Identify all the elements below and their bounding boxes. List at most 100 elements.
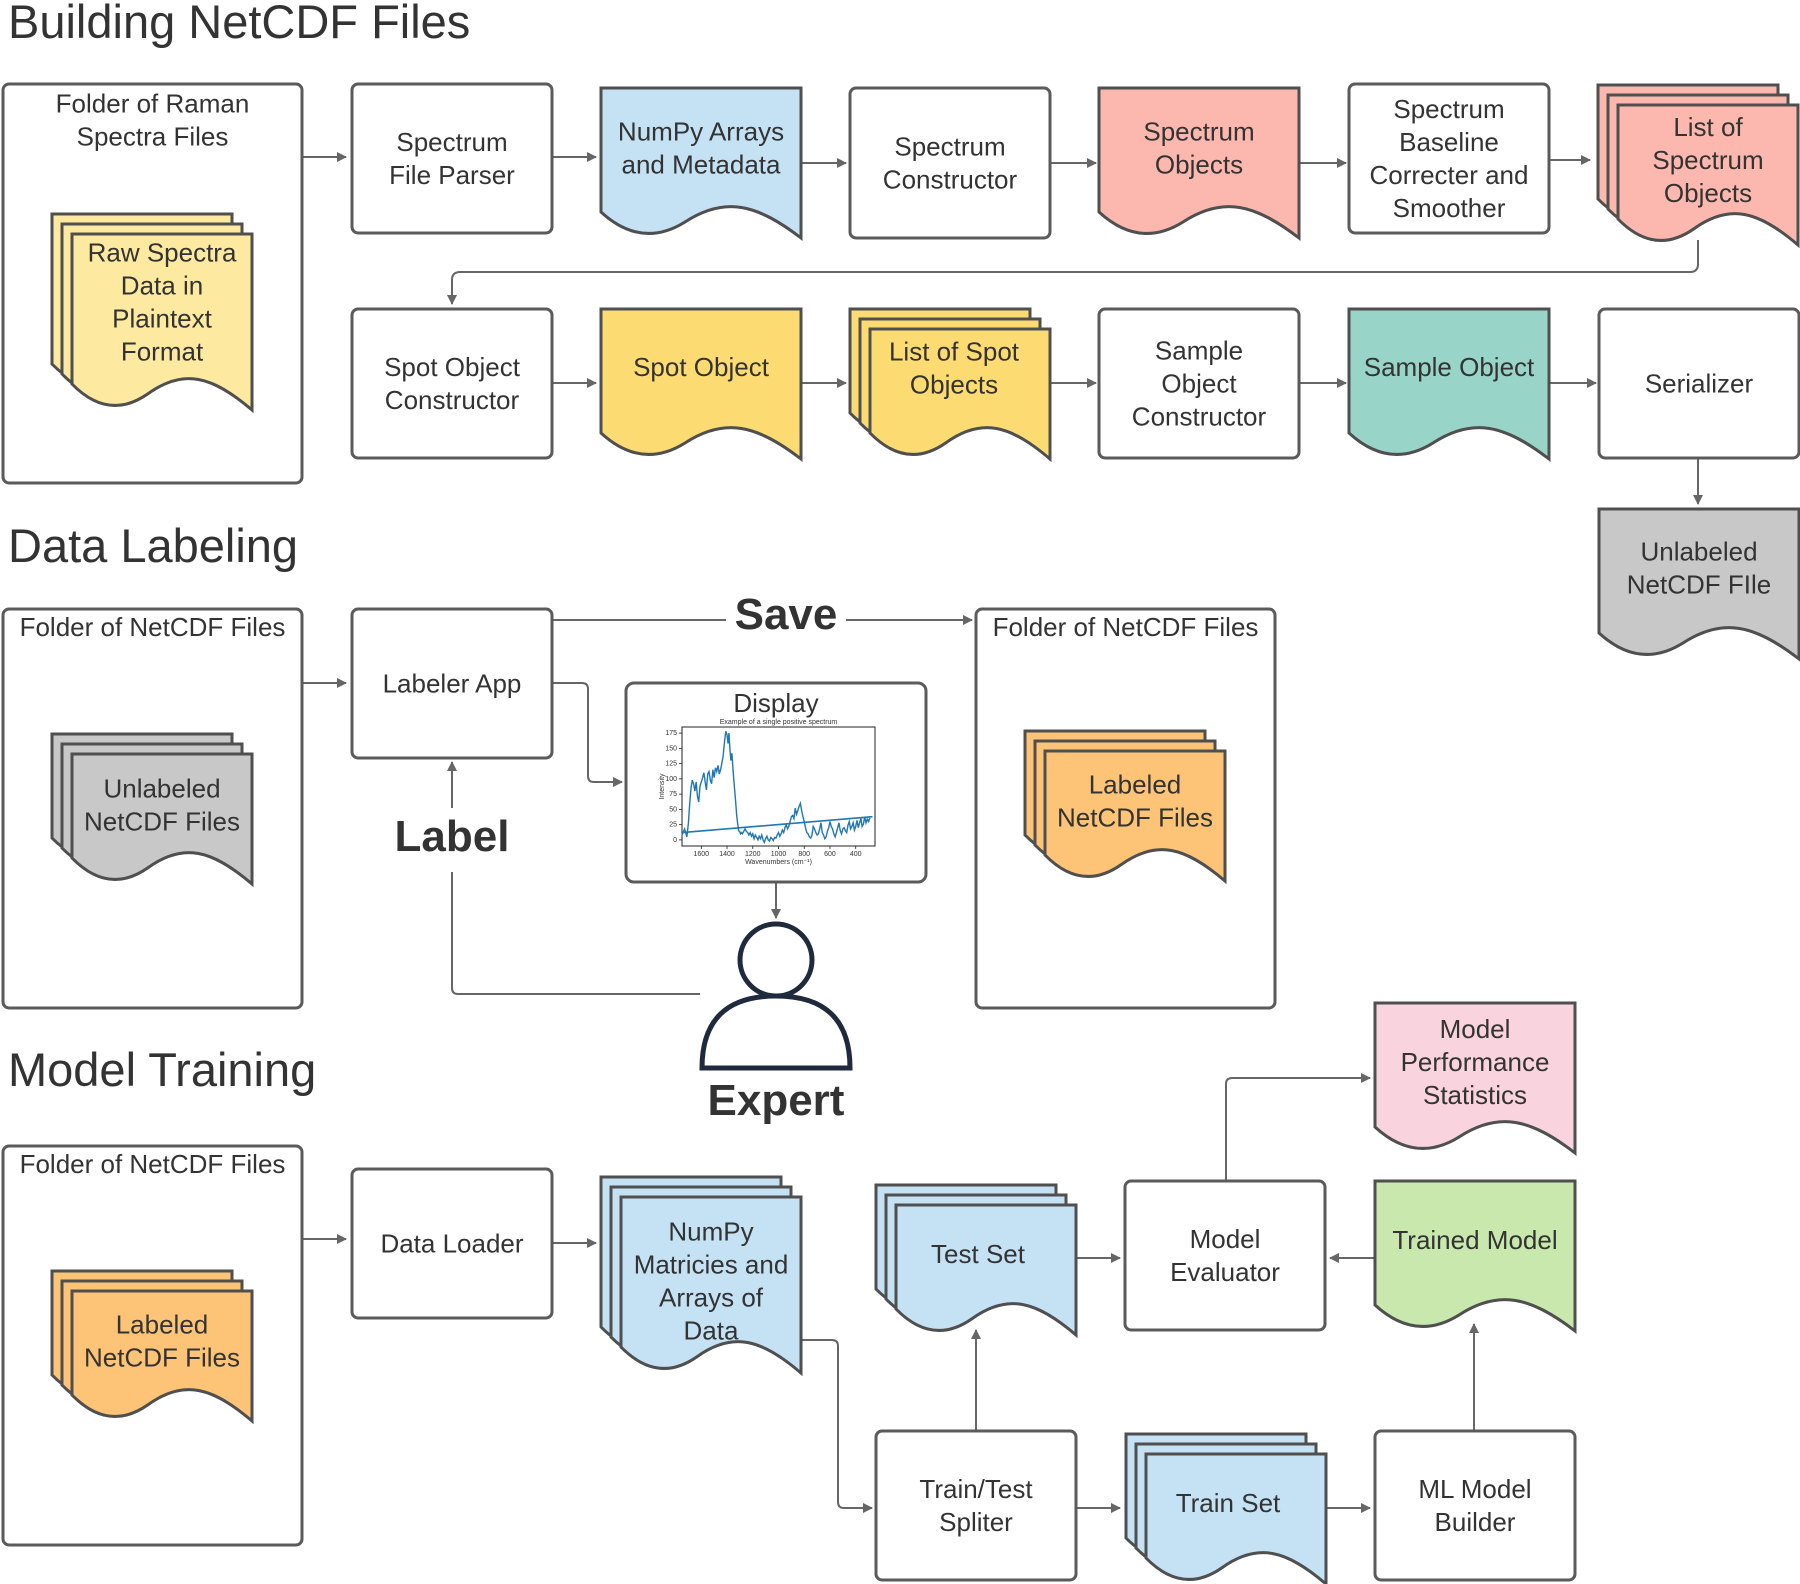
section-title-labeling: Data Labeling <box>8 519 298 572</box>
raw-spectra-doc-sheet <box>70 232 254 414</box>
sample-object-doc-label: Sample Object <box>1364 352 1535 382</box>
edge-list-to-spotconst <box>447 240 1699 305</box>
sample-object-doc <box>1347 307 1551 463</box>
netcdf-folder-training-container-title: Folder of NetCDF Files <box>20 1149 286 1179</box>
spectrum-constructor <box>848 86 1052 240</box>
netcdf-folder-out-container-title: Folder of NetCDF Files <box>993 612 1259 642</box>
serializer <box>1597 307 1800 460</box>
numpy-arrays-doc-sheet <box>599 86 803 242</box>
raw-spectra-doc <box>50 212 254 414</box>
edge-evaluator-to-stats <box>1225 1073 1371 1181</box>
chart-ytick-label: 50 <box>669 806 677 813</box>
numpy-matrices-doc-sheet <box>619 1195 803 1377</box>
spectrum-chart: Example of a single positive spectrumWav… <box>659 719 876 866</box>
test-set-doc-label: Test Set <box>931 1239 1026 1269</box>
serializer-label: Serializer <box>1645 369 1754 399</box>
expert-person-icon <box>699 921 853 1071</box>
model-performance-stats-doc-sheet <box>1373 1001 1577 1157</box>
labeler-app <box>350 607 554 760</box>
labeled-netcdf-files-doc <box>1023 729 1227 885</box>
chart-ytick-label: 175 <box>665 730 677 737</box>
expert-label: Expert <box>708 1076 845 1125</box>
spot-object-doc-sheet <box>599 307 803 463</box>
list-spectrum-objects-doc-sheet <box>1616 103 1800 249</box>
model-evaluator <box>1123 1179 1327 1332</box>
spectrum-file-parser <box>350 82 554 235</box>
edge-app-to-display <box>552 682 623 787</box>
sample-object-constructor-frame <box>1097 307 1301 460</box>
chart-xtick-label: 1600 <box>694 851 710 858</box>
baseline-corrector <box>1347 82 1551 235</box>
sample-object-doc-sheet <box>1347 307 1551 463</box>
chart-ytick-label: 150 <box>665 745 677 752</box>
connectors <box>302 152 1703 1513</box>
data-loader-frame <box>350 1167 554 1320</box>
chart-xtick-label: 1400 <box>719 851 735 858</box>
display-panel: Display Example of a single positive spe… <box>624 681 928 884</box>
list-spot-objects-doc <box>848 307 1052 463</box>
spectrum-constructor-frame <box>848 86 1052 240</box>
spectrum-objects-doc <box>1097 86 1301 242</box>
unlabeled-netcdf-file-doc <box>1597 507 1800 662</box>
train-set-doc-sheet <box>1144 1452 1328 1584</box>
edge-expert-label-lower <box>451 872 700 995</box>
numpy-arrays-doc <box>599 86 803 242</box>
spot-object-constructor <box>350 307 554 460</box>
unlabeled-netcdf-file-doc-sheet <box>1597 507 1800 662</box>
chart-ylabel: Intensity <box>659 773 666 800</box>
trained-model-doc <box>1373 1179 1577 1335</box>
ml-model-builder <box>1373 1429 1577 1582</box>
train-test-splitter <box>874 1429 1078 1582</box>
train-set-doc-label: Train Set <box>1176 1488 1281 1518</box>
chart-xtick-label: 400 <box>850 851 862 858</box>
serializer-frame <box>1597 307 1800 460</box>
labeler-app-label: Labeler App <box>383 669 522 699</box>
trained-model-doc-label: Trained Model <box>1392 1225 1557 1255</box>
train-test-splitter-frame <box>874 1429 1078 1582</box>
edge-numpy-to-splitter <box>800 1339 873 1513</box>
model-performance-stats-doc <box>1373 1001 1577 1157</box>
chart-plot-area <box>681 726 876 847</box>
ml-model-builder-frame <box>1373 1429 1577 1582</box>
section-title-building: Building NetCDF Files <box>8 0 470 48</box>
chart-ytick-label: 0 <box>673 837 677 844</box>
trained-model-doc-sheet <box>1373 1179 1577 1335</box>
sample-object-constructor <box>1097 307 1301 460</box>
chart-ytick-label: 75 <box>669 791 677 798</box>
chart-title: Example of a single positive spectrum <box>720 719 838 726</box>
chart-ytick-label: 100 <box>665 776 677 783</box>
spectrum-objects-doc-sheet <box>1097 86 1301 242</box>
chart-spectrum-line <box>681 731 871 845</box>
test-set-doc-sheet <box>894 1203 1078 1339</box>
train-set-doc <box>1124 1432 1328 1584</box>
spot-object-doc-label: Spot Object <box>633 352 770 382</box>
chart-ytick-label: 125 <box>665 761 677 768</box>
baseline-corrector-frame <box>1347 82 1551 235</box>
spectrum-file-parser-frame <box>350 82 554 235</box>
unlabeled-netcdf-files-doc-sheet <box>70 752 254 888</box>
unlabeled-netcdf-files-doc <box>50 732 254 888</box>
netcdf-folder-in-container-title: Folder of NetCDF Files <box>20 612 286 642</box>
chart-xtick-label: 1000 <box>771 851 787 858</box>
test-set-doc <box>874 1183 1078 1339</box>
chart-xtick-label: 1200 <box>745 851 761 858</box>
